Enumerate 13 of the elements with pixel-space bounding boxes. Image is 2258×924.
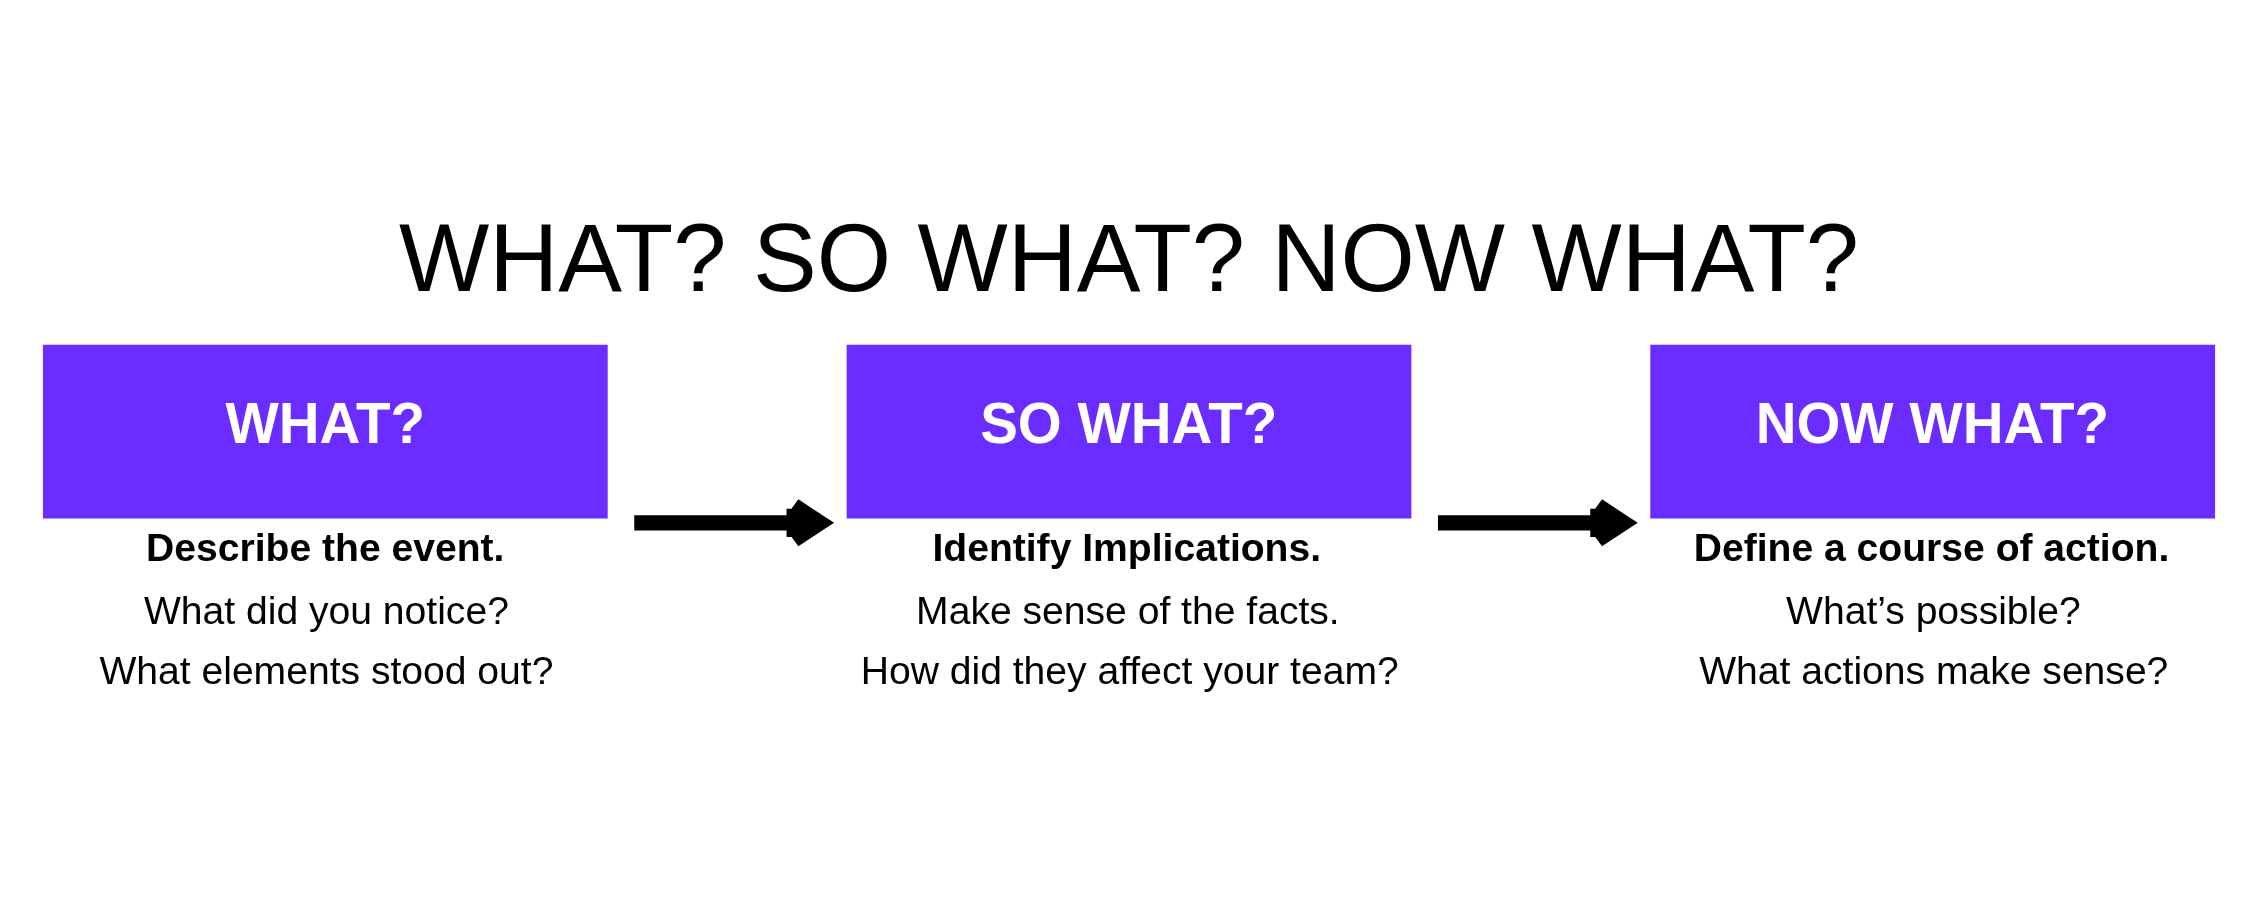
node-label: What’s possible? <box>1786 588 2081 632</box>
node-label: Identify Implications. <box>932 525 1322 569</box>
node-box: SO WHAT? <box>846 344 1412 519</box>
node-box: NOW WHAT? <box>1650 344 2216 519</box>
node-box: WHAT? <box>42 344 608 519</box>
node-label: What did you notice? <box>143 588 509 632</box>
node-label: How did they affect your team? <box>860 649 1399 693</box>
node-label: What actions make sense? <box>1699 649 2169 693</box>
node-label: Make sense of the facts. <box>916 588 1340 632</box>
diagram-title: WHAT? SO WHAT? NOW WHAT? <box>399 203 1859 311</box>
node-label: What elements stood out? <box>99 649 554 693</box>
node-label: Describe the event. <box>146 525 505 569</box>
node-label: Define a course of action. <box>1693 525 2170 569</box>
